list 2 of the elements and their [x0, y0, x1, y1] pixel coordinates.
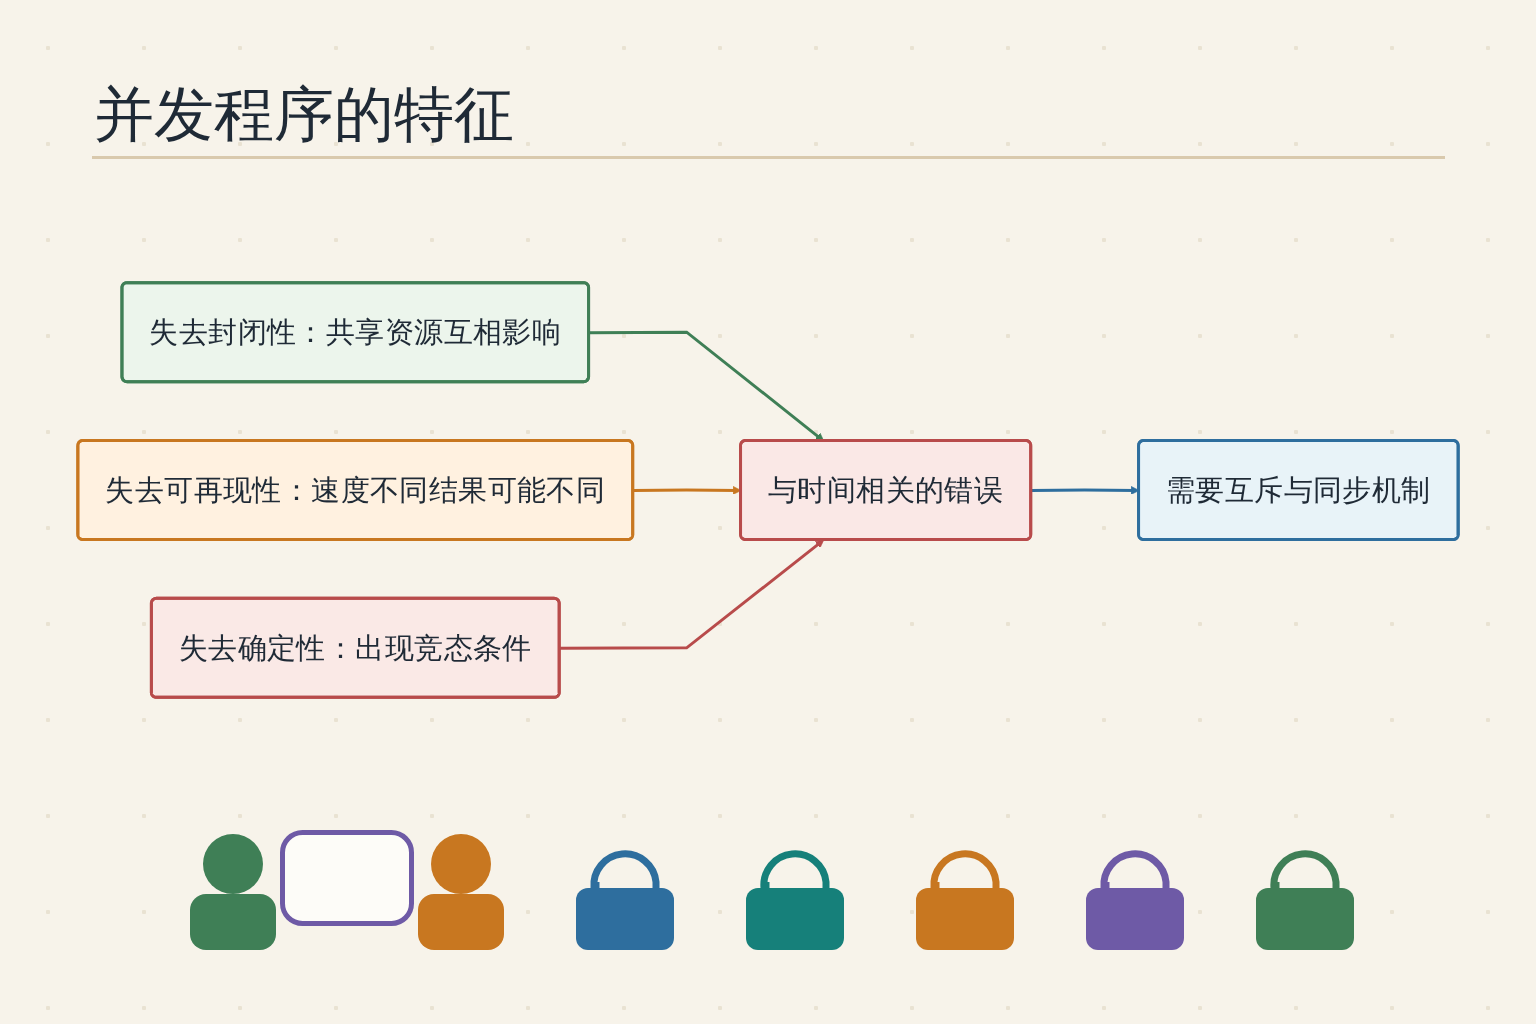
title: 并发程序的特征 — [94, 78, 514, 151]
arrow — [559, 539, 825, 650]
